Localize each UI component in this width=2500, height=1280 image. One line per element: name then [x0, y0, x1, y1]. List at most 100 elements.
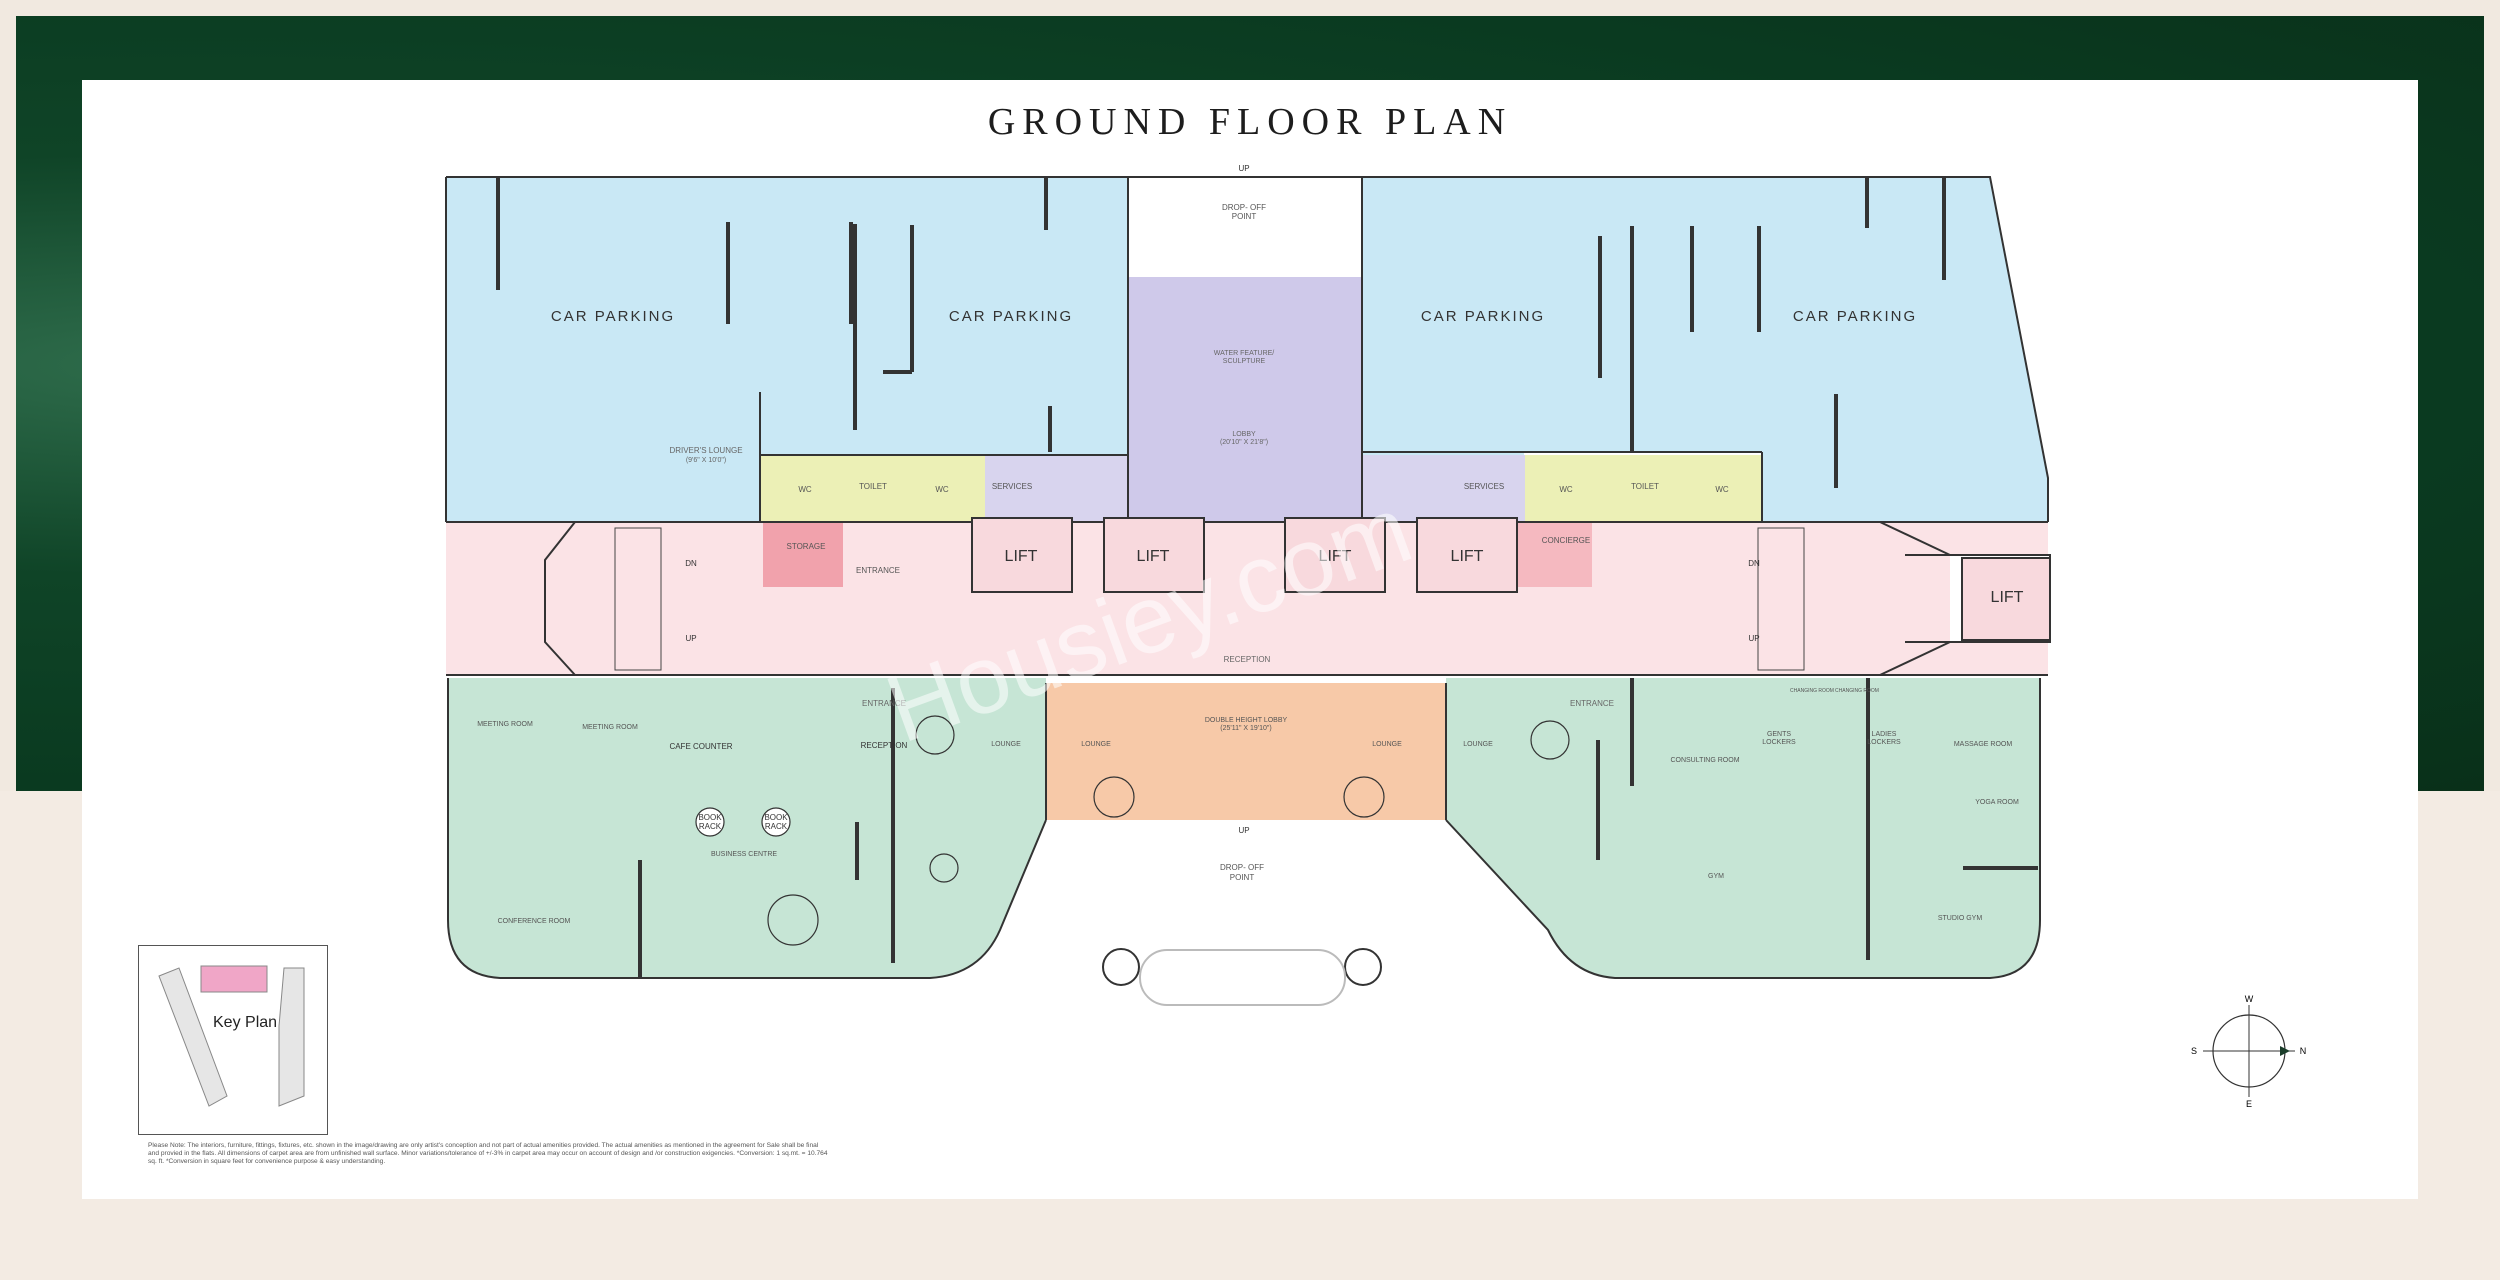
corridor-zone	[446, 522, 2048, 675]
drop-off-top-zone	[1128, 177, 1362, 277]
room-labels: CAR PARKING CAR PARKING CAR PARKING CAR …	[477, 164, 2023, 925]
drop-off-top-label-2: POINT	[1232, 212, 1257, 221]
car-parking-label-1: CAR PARKING	[551, 308, 675, 325]
conference-room-label: CONFERENCE ROOM	[498, 918, 571, 925]
compass: W S N E	[2186, 991, 2306, 1116]
furniture-circles	[695, 715, 1570, 946]
compass-e: E	[2246, 1099, 2252, 1109]
key-plan-drawing	[158, 965, 305, 1107]
drop-off-top-label-1: DROP- OFF	[1222, 203, 1266, 212]
gym-zone	[1446, 678, 2040, 978]
dh-lobby-dim: (25'11" X 19'10")	[1220, 725, 1272, 732]
lift-2	[1103, 517, 1205, 593]
key-plan-label: Key Plan	[213, 1014, 278, 1031]
changing-room-label-2: CHANGING ROOM	[1835, 688, 1879, 694]
reception-centre-label: RECEPTION	[1224, 655, 1271, 664]
key-plan: Key Plan	[138, 945, 328, 1135]
entrance-sw-label: ENTRANCE	[862, 699, 906, 708]
west-stair-zone	[545, 522, 660, 675]
east-lift-lobby-zone	[1720, 522, 1950, 675]
car-parking-label-3: CAR PARKING	[1421, 308, 1545, 325]
car-parking-west-zone	[446, 177, 2048, 522]
lounge-label-3: LOUNGE	[1372, 741, 1402, 748]
yoga-room-label: YOGA ROOM	[1975, 799, 2019, 806]
lounge-label-2: LOUNGE	[1081, 741, 1111, 748]
walls	[445, 176, 2051, 979]
studio-gym-label: STUDIO GYM	[1938, 915, 1983, 922]
lobby-label: LOBBY	[1232, 431, 1256, 438]
meeting-room-label-2: MEETING ROOM	[582, 724, 638, 731]
compass-w: W	[2245, 994, 2254, 1004]
lift-label-4: LIFT	[1451, 548, 1484, 565]
drivers-lounge-dim: (9'6" X 10'0")	[686, 457, 726, 464]
lounge-label-4: LOUNGE	[1463, 741, 1493, 748]
massage-room-label: MASSAGE ROOM	[1954, 741, 2013, 748]
drop-off-bottom-label-1: DROP- OFF	[1220, 863, 1264, 872]
car-parking-label-4: CAR PARKING	[1793, 308, 1917, 325]
ladies-lockers-label-2: LOCKERS	[1867, 739, 1901, 746]
up-label-top: UP	[1238, 164, 1249, 173]
ladies-lockers-label-1: LADIES	[1872, 731, 1897, 738]
cafe-counter-label: CAFE COUNTER	[669, 742, 732, 751]
up-label-east: UP	[1748, 634, 1759, 643]
gym-label: GYM	[1708, 873, 1724, 880]
lounge-label-1: LOUNGE	[991, 741, 1021, 748]
book-rack-label-2b: RACK	[765, 822, 788, 831]
meeting-room-label-1: MEETING ROOM	[477, 721, 533, 728]
services-west-zone	[985, 455, 1128, 522]
disclaimer-note: Please Note: The interiors, furniture, f…	[148, 1142, 828, 1165]
reception-label: RECEPTION	[861, 741, 908, 750]
wc-label-4: WC	[1715, 485, 1729, 494]
services-west-label: SERVICES	[992, 482, 1032, 491]
services-east-label: SERVICES	[1464, 482, 1504, 491]
concierge-zone	[1512, 522, 1592, 587]
lobby-dim: (20'10" X 21'8")	[1220, 439, 1268, 446]
dn-label-west: DN	[685, 559, 697, 568]
book-rack-label-1a: BOOK	[698, 813, 722, 822]
changing-room-label-1: CHANGING ROOM	[1790, 688, 1834, 694]
lift-label-2: LIFT	[1137, 548, 1170, 565]
lift-label-1: LIFT	[1005, 548, 1038, 565]
consulting-room-label: CONSULTING ROOM	[1670, 757, 1739, 764]
business-centre-label: BUSINESS CENTRE	[711, 851, 777, 858]
gents-lockers-label-2: LOCKERS	[1762, 739, 1796, 746]
wc-label-3: WC	[1559, 485, 1573, 494]
lift-label-5: LIFT	[1991, 589, 2024, 606]
outer-wall	[446, 176, 2049, 522]
stairs	[614, 527, 1805, 671]
double-height-lobby-zone	[1046, 683, 1446, 820]
lift-4	[1416, 517, 1518, 593]
toilet-east-zone	[1525, 455, 1761, 522]
lift-5	[1961, 557, 2051, 641]
water-feature-label-1: WATER FEATURE/	[1214, 350, 1275, 357]
drop-off-loop	[1102, 948, 1382, 1006]
drop-off-bottom-label-2: POINT	[1230, 873, 1255, 882]
lift-3	[1284, 517, 1386, 593]
entrance-west-label: ENTRANCE	[856, 566, 900, 575]
services-east-zone	[1362, 455, 1525, 522]
water-feature-label-2: SCULPTURE	[1223, 358, 1266, 365]
storage-zone	[763, 522, 843, 587]
dn-label-east: DN	[1748, 559, 1760, 568]
toilet-west-zone	[760, 455, 985, 522]
lifts	[971, 517, 2051, 641]
car-parking-label-2: CAR PARKING	[949, 308, 1073, 325]
wc-label-1: WC	[798, 485, 812, 494]
wc-label-2: WC	[935, 485, 949, 494]
drivers-lounge-label: DRIVER'S LOUNGE	[669, 446, 742, 455]
dh-lobby-label: DOUBLE HEIGHT LOBBY	[1205, 717, 1288, 724]
lift-1	[971, 517, 1073, 593]
toilet-east-label: TOILET	[1631, 482, 1659, 491]
compass-rose-icon: W S N E	[2191, 994, 2306, 1109]
book-rack-label-1b: RACK	[699, 822, 722, 831]
up-label-bottom: UP	[1238, 826, 1249, 835]
lift-label-3: LIFT	[1319, 548, 1352, 565]
compass-s: S	[2191, 1046, 2197, 1056]
page-title: GROUND FLOOR PLAN	[987, 101, 1513, 143]
business-centre-zone	[448, 678, 1046, 978]
gents-lockers-label-1: GENTS	[1767, 731, 1791, 738]
up-label-west: UP	[685, 634, 696, 643]
toilet-west-label: TOILET	[859, 482, 887, 491]
book-rack-label-2a: BOOK	[764, 813, 788, 822]
